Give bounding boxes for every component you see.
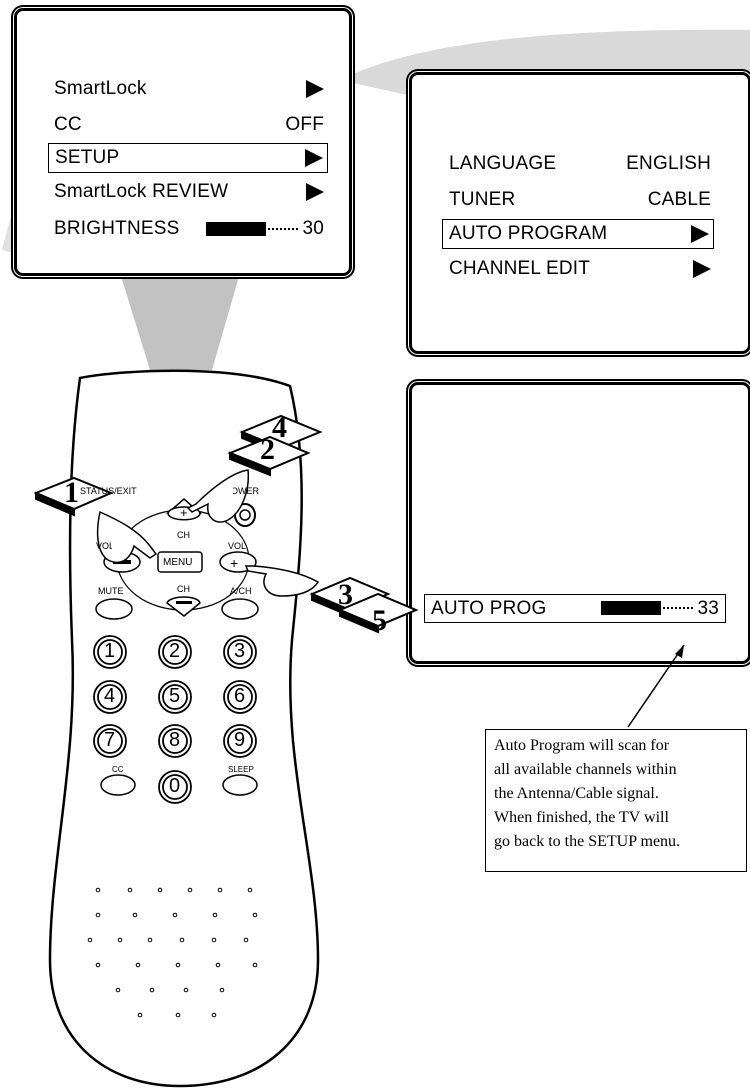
step-4-number: 4: [272, 411, 287, 444]
ach-button: [221, 598, 259, 620]
number-pad: [93, 635, 257, 804]
pointing-hand-icons: [96, 469, 320, 597]
mute-label: MUTE: [98, 586, 124, 596]
menu-item-brightness: BRIGHTNESS 30: [54, 218, 324, 239]
sleep-label: SLEEP: [228, 765, 254, 774]
digit-7: 7: [104, 729, 116, 751]
caption-line: go back to the SETUP menu.: [494, 833, 681, 850]
right-arrow-icon: [305, 149, 323, 167]
caption-line: the Antenna/Cable signal.: [494, 785, 659, 802]
right-arrow-icon: [693, 260, 711, 278]
caption-box: Auto Program will scan for all available…: [485, 729, 747, 872]
menu-item-smartlock: SmartLock: [54, 76, 324, 102]
menu-item-setup: SETUP: [48, 143, 328, 173]
setup-item-channel-edit: CHANNEL EDIT: [449, 256, 711, 282]
digit-5: 5: [169, 685, 181, 707]
ch-up-label: CH: [177, 530, 190, 540]
menu-label: MENU: [163, 557, 193, 568]
setup-item-tuner: TUNER CABLE: [449, 189, 711, 210]
caption-line: Auto Program will scan for: [494, 737, 670, 754]
digit-0: 0: [169, 775, 181, 797]
digit-3: 3: [234, 640, 246, 662]
digit-2: 2: [169, 640, 181, 662]
right-arrow-icon: [306, 183, 324, 201]
ach-label: A/CH: [230, 586, 252, 596]
status-exit-label: STATUS/EXIT: [80, 486, 137, 496]
language-value: ENGLISH: [626, 153, 711, 174]
digit-8: 8: [169, 729, 181, 751]
tuner-value: CABLE: [647, 189, 711, 210]
speaker-dots: [87, 887, 258, 1018]
vol-left-label: VOL: [96, 541, 112, 551]
setup-item-auto-program: AUTO PROGRAM: [442, 219, 714, 249]
mute-button: [95, 598, 133, 620]
right-arrow-icon: [691, 225, 709, 243]
auto-prog-progress-row: AUTO PROG 33: [424, 594, 726, 623]
power-label: POWER: [233, 486, 259, 496]
digit-6: 6: [234, 685, 246, 707]
cc-value: OFF: [285, 114, 324, 135]
cc-label: CC: [112, 765, 124, 774]
brightness-level-bar: [206, 221, 267, 236]
auto-program-screen: AUTO PROG 33: [409, 382, 750, 664]
step-2-number: 2: [260, 433, 275, 466]
digit-9: 9: [234, 729, 246, 751]
auto-prog-value: 33: [697, 597, 719, 619]
right-arrow-icon: [306, 80, 324, 98]
step-1-number: 1: [64, 476, 79, 509]
svg-text:+: +: [230, 555, 238, 571]
menu-item-smartlock-review: SmartLock REVIEW: [54, 179, 324, 205]
digit-4: 4: [104, 685, 116, 707]
main-menu-screen: SmartLock CC OFF SETUP SmartLock REVIEW …: [14, 8, 352, 276]
vol-right-label: VOL: [228, 541, 247, 551]
sleep-button: [222, 774, 258, 796]
step-5-number: 5: [372, 604, 387, 637]
setup-item-language: LANGUAGE ENGLISH: [449, 153, 711, 174]
step-3-number: 3: [338, 578, 353, 611]
caption-line: all available channels within: [494, 761, 677, 778]
menu-button: [157, 551, 203, 573]
caption-line: When finished, the TV will: [494, 809, 669, 826]
svg-text:+: +: [180, 505, 188, 520]
cc-button: [100, 774, 136, 796]
menu-item-cc: CC OFF: [54, 114, 324, 135]
step-cards: [33, 414, 419, 634]
brightness-value: 30: [302, 218, 324, 239]
setup-menu-screen: LANGUAGE ENGLISH TUNER CABLE AUTO PROGRA…: [409, 72, 750, 354]
digit-1: 1: [104, 640, 116, 662]
screen-beam: [120, 273, 240, 370]
ch-down-label: CH: [177, 584, 190, 594]
auto-prog-level-bar: [601, 601, 662, 616]
